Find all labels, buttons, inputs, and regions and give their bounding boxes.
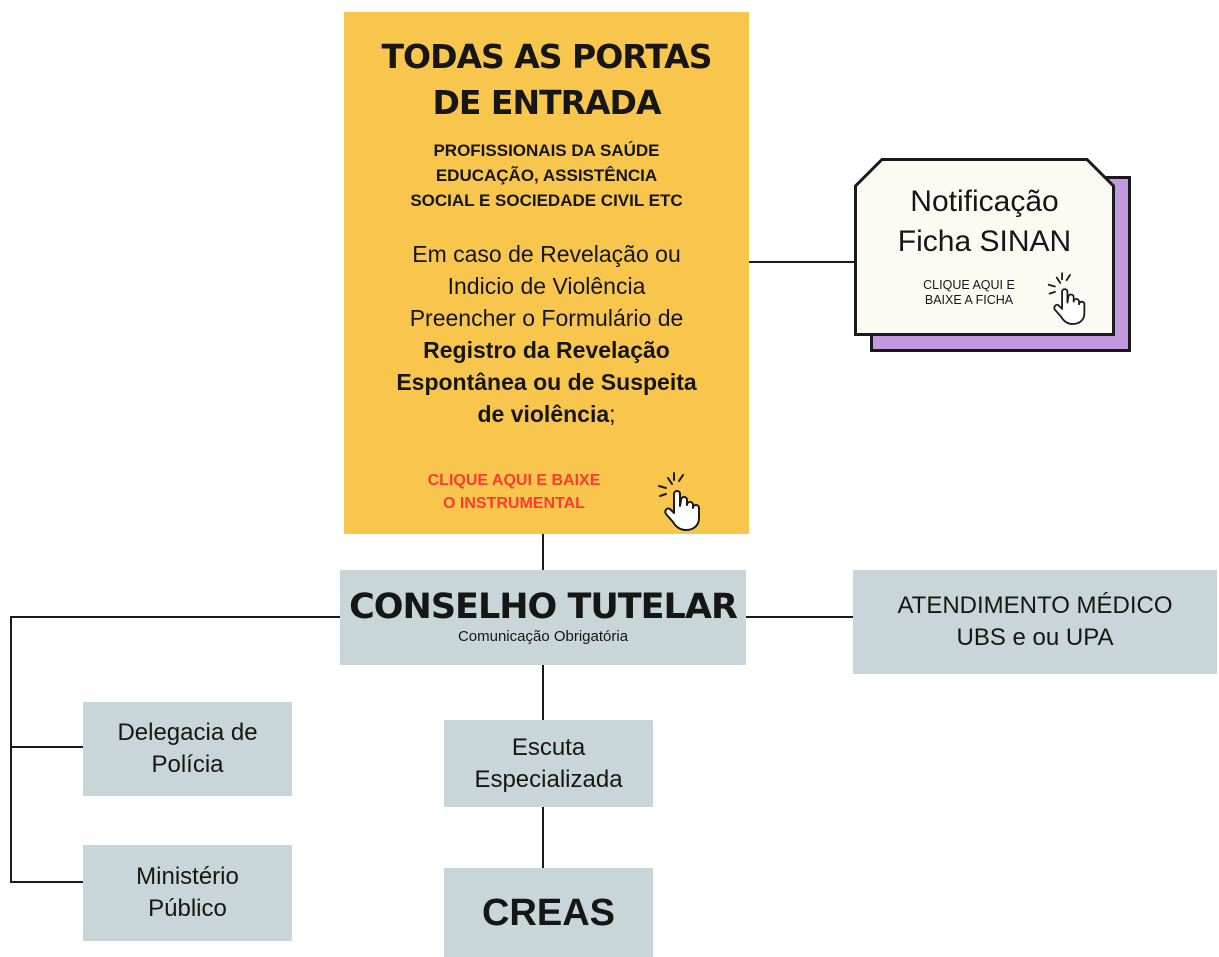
atendimento-label: ATENDIMENTO MÉDICO UBS e ou UPA: [897, 590, 1172, 654]
entry-instruction-line: Em caso de Revelação ou: [412, 241, 681, 267]
hand-pointer-icon[interactable]: [656, 472, 712, 532]
node-label-line: Delegacia de: [117, 719, 258, 746]
delegacia-node: Delegacia de Polícia: [83, 702, 292, 796]
entry-instruction-line: Espontânea ou de Suspeita: [352, 366, 741, 398]
ministerio-publico-node: Ministério Público: [83, 845, 292, 941]
sinan-title: Notificação: [910, 185, 1059, 218]
connector-left-ministerio: [10, 881, 83, 883]
connector-left-delegacia: [10, 746, 83, 748]
node-label-line: UBS e ou UPA: [956, 624, 1114, 651]
download-sinan-link[interactable]: CLIQUE AQUI E BAIXE A FICHA: [894, 278, 1044, 308]
sinan-subtitle: Ficha SINAN: [897, 225, 1072, 258]
escuta-especializada-node: Escuta Especializada: [444, 720, 653, 807]
form-name-bold: de violência: [477, 401, 610, 427]
entry-subtitle-line: SOCIAL E SOCIEDADE CIVIL ETC: [410, 191, 683, 210]
conselho-subtitle: Comunicação Obrigatória: [457, 627, 629, 645]
ministerio-label: Ministério Público: [136, 861, 239, 925]
conselho-tutelar-node: CONSELHO TUTELAR Comunicação Obrigatória: [340, 570, 746, 665]
card-outline: [854, 158, 1115, 336]
atendimento-medico-node: ATENDIMENTO MÉDICO UBS e ou UPA: [853, 570, 1217, 674]
punctuation: ;: [609, 401, 616, 427]
form-name-bold: Espontânea ou de Suspeita: [396, 369, 697, 395]
conselho-title: CONSELHO TUTELAR: [349, 586, 738, 627]
connector-conselho-left: [10, 616, 340, 618]
form-name-bold: Registro da Revelação: [423, 337, 670, 363]
node-label-line: Público: [148, 895, 227, 922]
connector-entry-sinan: [749, 261, 856, 263]
entry-points-box: TODAS AS PORTAS DE ENTRADA PROFISSIONAIS…: [344, 12, 749, 534]
escuta-label: Escuta Especializada: [474, 732, 622, 796]
connector-conselho-escuta: [542, 665, 544, 720]
entry-title: TODAS AS PORTAS DE ENTRADA: [344, 34, 749, 126]
entry-instruction-line: Indicio de Violência: [447, 273, 646, 299]
entry-instruction-line: Preencher o Formulário de: [409, 305, 684, 331]
cta-line: BAIXE A FICHA: [924, 293, 1014, 307]
connector-entry-conselho: [542, 534, 544, 570]
entry-subtitle: PROFISSIONAIS DA SAÚDE EDUCAÇÃO, ASSISTÊ…: [354, 138, 739, 213]
creas-label: CREAS: [481, 891, 616, 934]
cta-line: CLIQUE AQUI E BAIXE: [427, 472, 601, 489]
creas-node: CREAS: [444, 868, 653, 957]
entry-title-line: DE ENTRADA: [432, 83, 662, 122]
delegacia-label: Delegacia de Polícia: [117, 717, 257, 781]
node-label-line: Especializada: [474, 765, 623, 793]
sinan-notification-card[interactable]: Notificação Ficha SINAN CLIQUE AQUI E BA…: [854, 158, 1115, 336]
cta-line: O INSTRUMENTAL: [443, 495, 585, 512]
entry-subtitle-line: PROFISSIONAIS DA SAÚDE: [433, 141, 660, 160]
entry-instruction-line: de violência;: [352, 398, 741, 430]
entry-instructions: Em caso de Revelação ou Indicio de Violê…: [352, 238, 741, 430]
node-label-line: Polícia: [151, 751, 224, 778]
entry-subtitle-line: EDUCAÇÃO, ASSISTÊNCIA: [435, 166, 658, 185]
download-instrumental-link[interactable]: CLIQUE AQUI E BAIXE O INSTRUMENTAL: [384, 469, 644, 515]
connector-conselho-atendimento: [746, 616, 853, 618]
node-label-line: Escuta: [511, 733, 586, 761]
entry-instruction-line: Registro da Revelação: [352, 334, 741, 366]
entry-title-line: TODAS AS PORTAS: [381, 37, 713, 76]
cta-line: CLIQUE AQUI E: [923, 278, 1015, 292]
connector-escuta-creas: [542, 807, 544, 868]
connector-left-vertical: [10, 616, 12, 883]
node-label-line: ATENDIMENTO MÉDICO: [897, 592, 1173, 619]
hand-pointer-icon[interactable]: [1046, 272, 1096, 326]
node-label-line: Ministério: [136, 863, 239, 890]
